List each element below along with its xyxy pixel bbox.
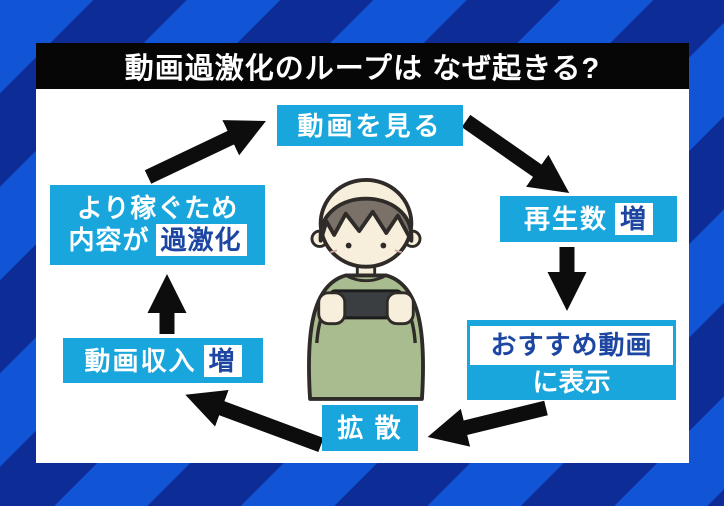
arrow-spread-to-income [185,389,324,453]
boy-right-hand [385,291,415,326]
arrow-watch-to-plays [461,114,570,194]
node-watch-video-label: 動画を見る [297,110,443,141]
headline-text: 動画過激化のループは なぜ起きる? [124,53,601,85]
node-recommended-videos: おすすめ動画 に表示 [467,320,676,400]
boy-hair [318,196,414,243]
boy-right-eye [380,242,387,249]
node-content-radicalization-highlight: 過激化 [155,223,247,256]
headline-bar: 動画過激化のループは なぜ起きる? [36,43,689,89]
boy-collar-line [347,275,385,283]
node-play-count: 再生数 増 [500,196,677,242]
boy-left-hand [317,291,347,326]
node-video-income-label: 動画収入 [84,345,197,376]
node-video-income: 動画収入 増 [63,338,263,383]
node-content-radicalization-line1: より稼ぐため [76,192,239,223]
node-watch-video: 動画を見る [277,105,463,146]
node-recommended-videos-highlight: おすすめ動画 [470,325,673,365]
node-content-radicalization: より稼ぐため 内容が 過激化 [50,185,265,265]
boy-left-cheek-mark [330,249,338,254]
boy-right-cheek-mark [394,249,402,254]
node-video-income-increase-badge: 増 [203,344,242,377]
boy-watching-smartphone-illustration [307,177,425,401]
arrow-recommend-to-spread [427,400,548,447]
node-content-radicalization-line2: 内容が [68,224,150,255]
node-spread: 拡 散 [322,405,418,451]
node-play-count-increase-badge: 増 [615,203,654,235]
node-play-count-label: 再生数 [523,204,608,234]
cycle-arrows-layer [144,114,587,453]
node-recommended-videos-label: に表示 [532,366,611,397]
arrow-extreme-to-watch [144,120,266,184]
node-content-radicalization-line2-row: 内容が 過激化 [68,223,247,256]
infographic-card: 動画過激化のループは なぜ起きる? [36,43,689,463]
node-spread-label: 拡 散 [337,413,403,443]
boy-left-eye [345,242,352,249]
